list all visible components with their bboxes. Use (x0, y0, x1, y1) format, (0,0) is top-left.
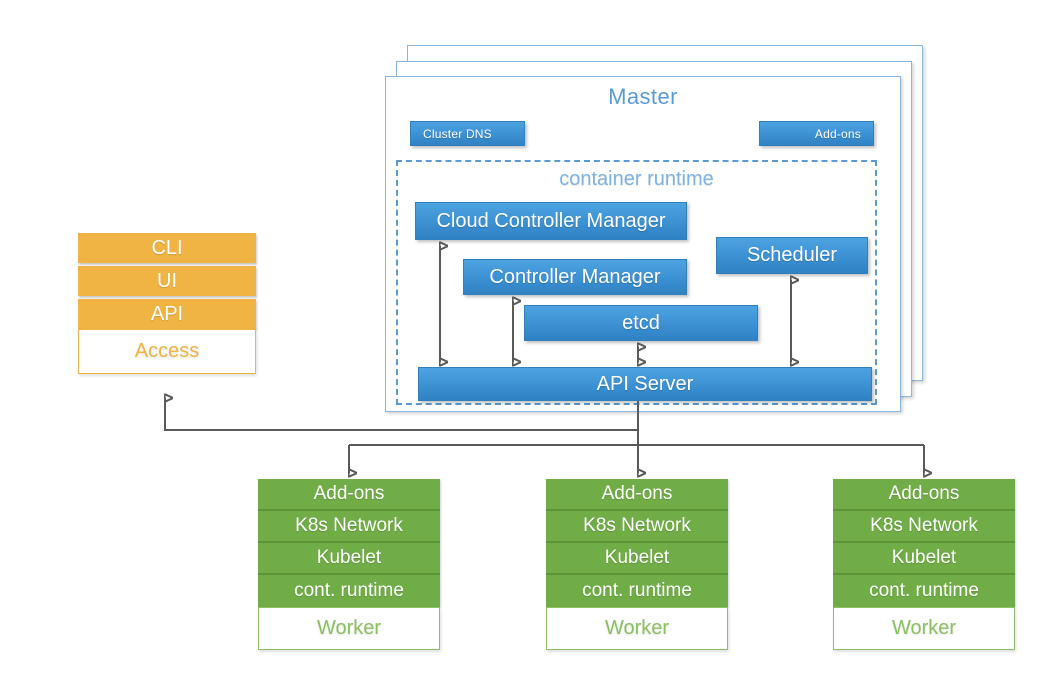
worker-layer-addons[interactable]: Add-ons (546, 479, 728, 511)
worker-layer-cont-runtime[interactable]: cont. runtime (833, 575, 1015, 607)
worker-layer-kubelet[interactable]: Kubelet (833, 543, 1015, 575)
worker-label: Worker (258, 607, 440, 650)
controller-manager-box[interactable]: Controller Manager (463, 259, 687, 295)
worker-label: Worker (546, 607, 728, 650)
worker-layer-kubelet[interactable]: Kubelet (258, 543, 440, 575)
access-label: Access (78, 329, 256, 374)
access-stack: CLI UI API Access (78, 233, 256, 374)
worker-layer-addons[interactable]: Add-ons (833, 479, 1015, 511)
worker-layer-kubelet[interactable]: Kubelet (546, 543, 728, 575)
worker-layer-network[interactable]: K8s Network (546, 511, 728, 543)
worker-layer-network[interactable]: K8s Network (258, 511, 440, 543)
worker-layer-cont-runtime[interactable]: cont. runtime (258, 575, 440, 607)
container-runtime-title: container runtime (559, 168, 714, 190)
api-server-box[interactable]: API Server (418, 367, 872, 401)
worker-layer-cont-runtime[interactable]: cont. runtime (546, 575, 728, 607)
master-addons-box[interactable]: Add-ons (759, 121, 874, 146)
worker-node-3: Add-ons K8s Network Kubelet cont. runtim… (833, 479, 1015, 650)
worker-layer-addons[interactable]: Add-ons (258, 479, 440, 511)
worker-label: Worker (833, 607, 1015, 650)
access-layer-api[interactable]: API (78, 299, 256, 329)
access-layer-ui[interactable]: UI (78, 266, 256, 296)
scheduler-box[interactable]: Scheduler (716, 237, 868, 274)
worker-layer-network[interactable]: K8s Network (833, 511, 1015, 543)
worker-node-2: Add-ons K8s Network Kubelet cont. runtim… (546, 479, 728, 650)
cluster-dns-box[interactable]: Cluster DNS (410, 121, 525, 146)
master-title: Master (608, 84, 678, 109)
worker-node-1: Add-ons K8s Network Kubelet cont. runtim… (258, 479, 440, 650)
access-layer-cli[interactable]: CLI (78, 233, 256, 263)
cloud-controller-manager-box[interactable]: Cloud Controller Manager (415, 202, 687, 240)
etcd-box[interactable]: etcd (524, 305, 758, 341)
